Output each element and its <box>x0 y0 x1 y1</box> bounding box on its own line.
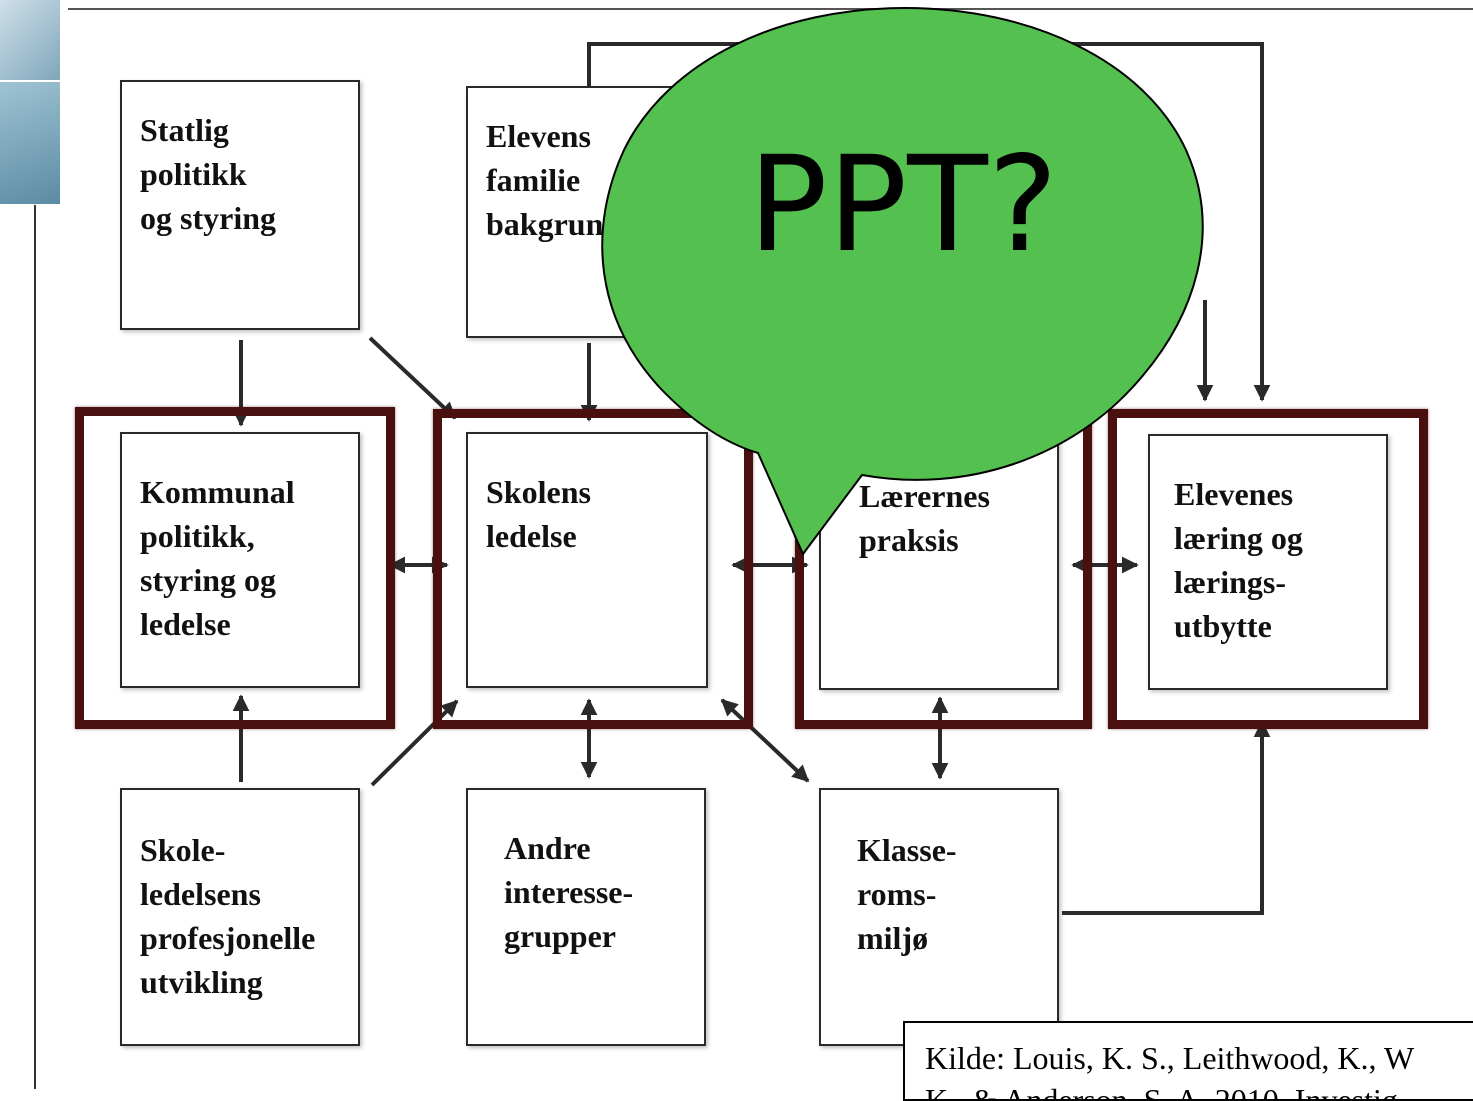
highlight-frame-elevenes <box>1108 409 1428 729</box>
box-elevenes-laering: Elevenes læring og lærings- utbytte <box>1148 434 1388 690</box>
thumbnail-image-1 <box>0 0 60 80</box>
box-klasseromsmiljo: Klasse- roms- miljø <box>819 788 1059 1046</box>
source-line-1: Kilde: Louis, K. S., Leithwood, K., W <box>925 1040 1415 1076</box>
highlight-frame-skolens <box>433 409 753 729</box>
box-statlig-politikk: Statlig politikk og styring <box>120 80 360 330</box>
thumbnail-image-2 <box>0 82 60 204</box>
arrow-klasserom-to-elevenes <box>1062 720 1271 915</box>
box-skolens-ledelse: Skolens ledelse <box>466 432 708 688</box>
highlight-frame-kommunal <box>75 407 395 729</box>
arrow-skolens-klasserom <box>720 698 810 783</box>
box-andre-interessegrupper: Andre interesse- grupper <box>466 788 706 1046</box>
callout-text: PPT? <box>748 128 1058 282</box>
arrow-skoleledelsens-to-skolens <box>370 699 459 787</box>
arrow-statlig-to-skolens <box>368 336 457 420</box>
box-kommunal-politikk: Kommunal politikk, styring og ledelse <box>120 432 360 688</box>
source-line-2: K., & Anderson, S. A. 2010. Investig <box>925 1082 1398 1101</box>
source-citation: Kilde: Louis, K. S., Leithwood, K., W K.… <box>903 1021 1473 1101</box>
box-skoleledelsens-utvikling: Skole- ledelsens profesjonelle utvikling <box>120 788 360 1046</box>
